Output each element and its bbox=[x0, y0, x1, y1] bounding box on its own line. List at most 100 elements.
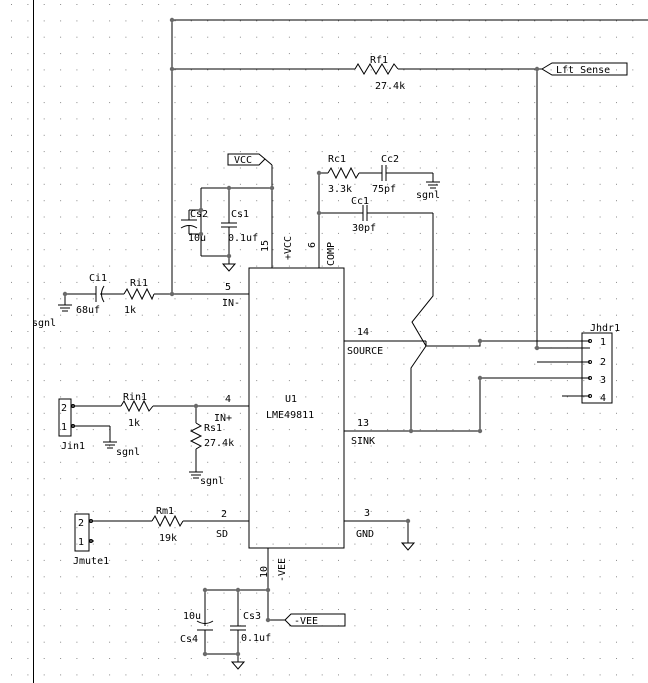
grid-dot bbox=[387, 53, 389, 55]
grid-dot bbox=[207, 510, 209, 512]
grid-dot bbox=[207, 674, 209, 676]
grid-dot bbox=[272, 412, 274, 414]
jhdr1-connector[interactable] bbox=[581, 332, 613, 404]
grid-dot bbox=[419, 265, 421, 267]
grid-dot bbox=[566, 510, 568, 512]
grid-dot bbox=[76, 118, 78, 120]
grid-dot bbox=[485, 527, 487, 529]
grid-dot bbox=[321, 183, 323, 185]
grid-dot bbox=[27, 232, 29, 234]
vee-port[interactable] bbox=[284, 613, 346, 627]
grid-dot bbox=[256, 576, 258, 578]
grid-dot bbox=[550, 576, 552, 578]
grid-dot bbox=[43, 625, 45, 627]
u1-ic-body[interactable] bbox=[248, 267, 345, 549]
grid-dot bbox=[599, 543, 601, 545]
grid-dot bbox=[583, 69, 585, 71]
grid-dot bbox=[387, 510, 389, 512]
grid-dot bbox=[452, 151, 454, 153]
grid-dot bbox=[632, 36, 634, 38]
grid-dot bbox=[387, 314, 389, 316]
grid-dot bbox=[109, 298, 111, 300]
grid-dot bbox=[272, 429, 274, 431]
grid-dot bbox=[419, 232, 421, 234]
grid-dot bbox=[174, 151, 176, 153]
grid-dot bbox=[517, 183, 519, 185]
grid-dot bbox=[632, 674, 634, 676]
grid-dot bbox=[485, 232, 487, 234]
grid-dot bbox=[60, 281, 62, 283]
grid-dot bbox=[370, 183, 372, 185]
grid-dot bbox=[485, 298, 487, 300]
grid-dot bbox=[305, 281, 307, 283]
grid-dot bbox=[632, 576, 634, 578]
grid-dot bbox=[305, 576, 307, 578]
grid-dot bbox=[387, 69, 389, 71]
grid-dot bbox=[387, 36, 389, 38]
grid-dot bbox=[256, 36, 258, 38]
grid-dot bbox=[485, 69, 487, 71]
grid-dot bbox=[534, 102, 536, 104]
grid-dot bbox=[92, 151, 94, 153]
grid-dot bbox=[452, 543, 454, 545]
grid-dot bbox=[534, 36, 536, 38]
junction bbox=[235, 651, 241, 657]
grid-dot bbox=[403, 69, 405, 71]
grid-dot bbox=[27, 265, 29, 267]
grid-dot bbox=[616, 200, 617, 202]
grid-dot bbox=[288, 232, 290, 234]
grid-dot bbox=[436, 167, 438, 169]
grid-dot bbox=[141, 85, 143, 87]
grid-dot bbox=[370, 625, 372, 627]
grid-dot bbox=[583, 298, 585, 300]
grid-dot bbox=[272, 200, 274, 202]
grid-dot bbox=[517, 380, 519, 382]
grid-dot bbox=[550, 412, 552, 414]
grid-dot bbox=[616, 265, 617, 267]
grid-dot bbox=[43, 396, 45, 398]
grid-dot bbox=[583, 609, 585, 610]
grid-dot bbox=[550, 461, 552, 463]
grid-dot bbox=[76, 363, 78, 365]
grid-dot bbox=[223, 559, 225, 561]
grid-dot bbox=[43, 102, 45, 104]
grid-dot bbox=[354, 625, 356, 627]
grid-dot bbox=[599, 53, 601, 55]
grid-dot bbox=[239, 412, 241, 414]
grid-dot bbox=[76, 527, 78, 529]
grid-dot bbox=[174, 20, 176, 22]
grid-dot bbox=[288, 592, 290, 594]
grid-dot bbox=[566, 281, 568, 283]
grid-dot bbox=[174, 658, 176, 659]
grid-dot bbox=[43, 658, 45, 659]
grid-dot bbox=[256, 641, 258, 643]
vee-label: -VEE bbox=[294, 616, 318, 627]
grid-dot bbox=[338, 85, 339, 87]
cs1-value: 0.1uf bbox=[228, 233, 258, 244]
grid-dot bbox=[223, 151, 225, 153]
grid-dot bbox=[207, 658, 209, 659]
grid-dot bbox=[305, 445, 307, 447]
grid-dot bbox=[338, 641, 339, 643]
grid-dot bbox=[223, 314, 225, 316]
grid-dot bbox=[60, 559, 62, 561]
jin1-connector[interactable] bbox=[58, 398, 72, 437]
grid-dot bbox=[109, 134, 111, 136]
grid-dot bbox=[534, 641, 536, 643]
grid-dot bbox=[599, 510, 601, 512]
lft-sense-port[interactable] bbox=[541, 62, 628, 76]
grid-dot bbox=[272, 461, 274, 463]
grid-dot bbox=[174, 494, 176, 496]
grid-dot bbox=[43, 494, 45, 496]
grid-dot bbox=[288, 527, 290, 529]
grid-dot bbox=[354, 478, 356, 480]
grid-dot bbox=[174, 625, 176, 627]
grid-dot bbox=[288, 674, 290, 676]
grid-dot bbox=[92, 510, 94, 512]
grid-dot bbox=[60, 543, 62, 545]
jmute1-connector[interactable] bbox=[74, 513, 90, 552]
vcc-port[interactable] bbox=[227, 153, 266, 166]
grid-dot bbox=[141, 134, 143, 136]
sink-to-jhdr-wire bbox=[479, 377, 590, 431]
